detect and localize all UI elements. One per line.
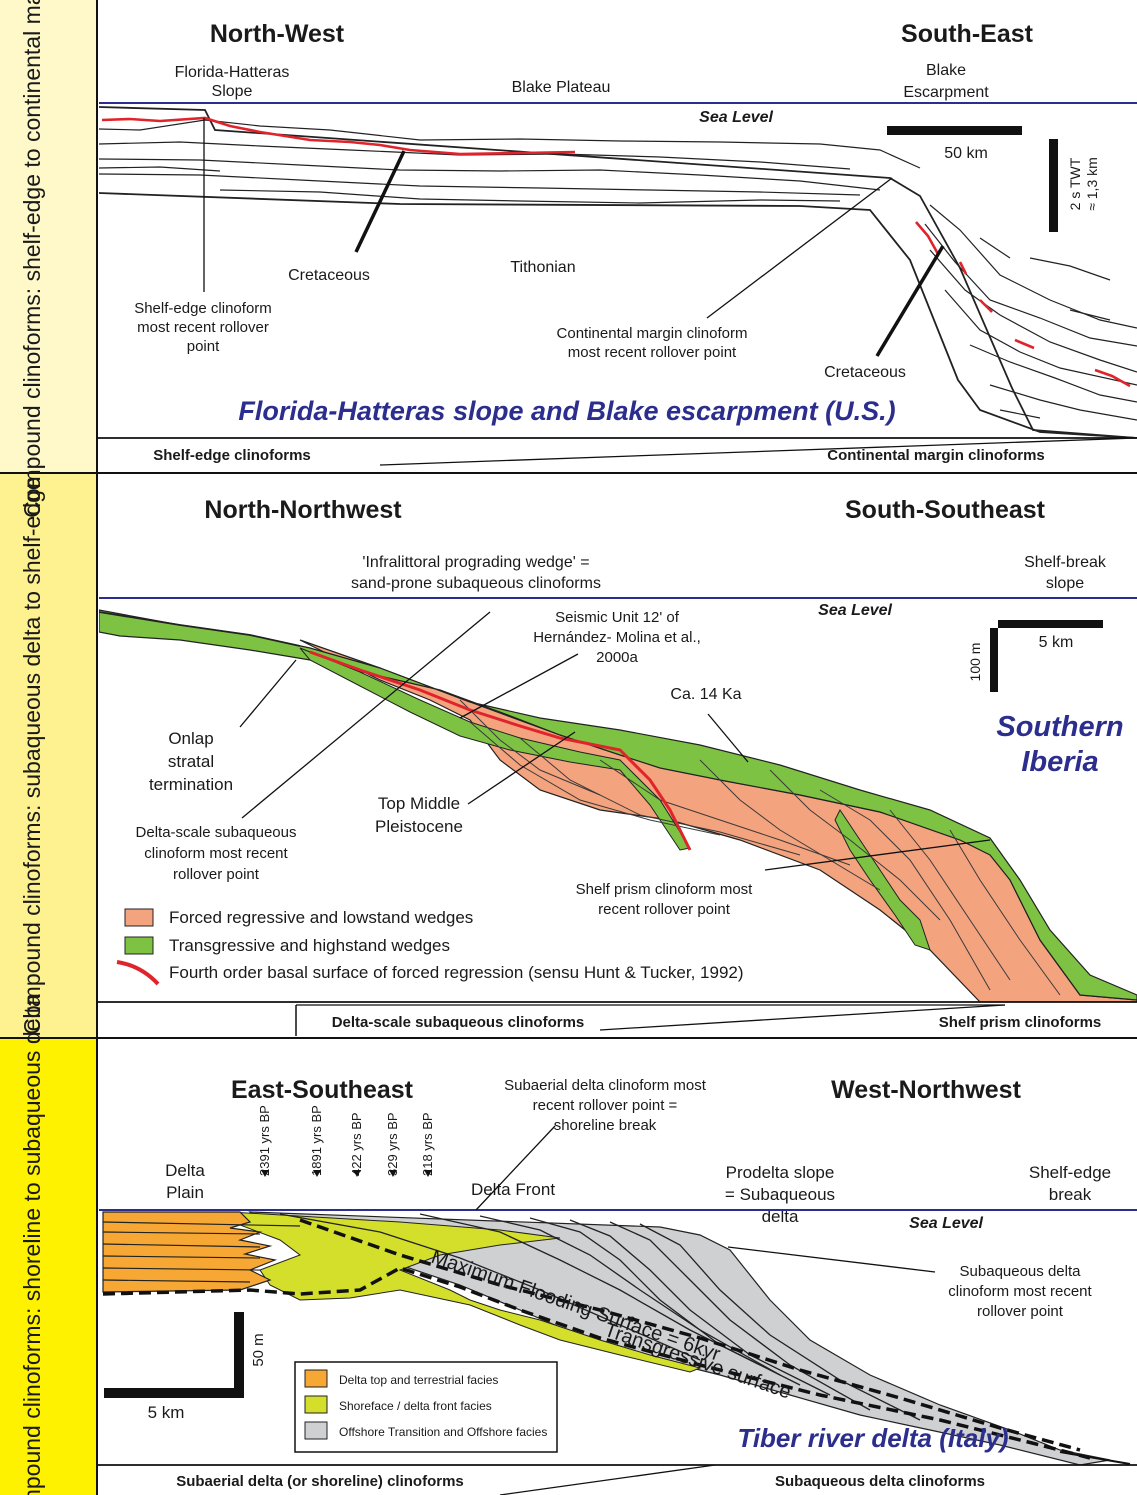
age-329: 329 yrs BP [385, 1112, 400, 1176]
scale-bar-v-3 [234, 1312, 244, 1388]
clinoform-type-right-2: Shelf prism clinoforms [939, 1014, 1102, 1031]
label-infralittoral-wedge: 'Infralittoral prograding wedge' =sand-p… [351, 554, 601, 592]
legend-label-forced-regressive: Forced regressive and lowstand wedges [169, 908, 473, 927]
direction-left-2: North-Northwest [204, 496, 402, 524]
legend-box-3 [294, 1361, 558, 1453]
panel-southern-iberia: North-Northwest South-Southeast 'Infrali… [97, 496, 1137, 1036]
scale-label-h-2: 5 km [1039, 634, 1074, 651]
scale-bar-v-2 [990, 628, 998, 692]
side-label-3: Compound clinoforms: shoreline to subaqu… [19, 994, 45, 1495]
label-cretaceous-1: Cretaceous [288, 267, 370, 284]
clinoform-type-left-2: Delta-scale subaqueous clinoforms [332, 1014, 585, 1031]
scale-bar-h-2 [998, 620, 1103, 628]
sea-level-label-3: Sea Level [909, 1215, 983, 1232]
scale-label-v-1: 2 s TWT≈ 1,3 km [1067, 157, 1100, 211]
direction-right-2: South-Southeast [845, 496, 1046, 524]
side-label-1: Compound clinoforms: shelf-edge to conti… [19, 0, 45, 518]
scale-label-v-3: 50 m [250, 1333, 267, 1366]
panel-title-1: Florida-Hatteras slope and Blake escarpm… [238, 396, 895, 426]
side-label-2: Compound clinoforms: subaqueous delta to… [19, 477, 45, 1034]
scale-label-h-1: 50 km [944, 145, 988, 162]
legend-label-shoreface: Shoreface / delta front facies [339, 1399, 492, 1413]
age-1891: 1891 yrs BP [309, 1105, 324, 1176]
label-tithonian: Tithonian [510, 259, 575, 276]
clinoform-type-left-3: Subaerial delta (or shoreline) clinoform… [176, 1473, 464, 1490]
side-band-2 [0, 473, 97, 1038]
legend-swatch-delta-top [304, 1369, 328, 1388]
legend-swatch-shoreface [304, 1395, 328, 1414]
red-surface-forced-regression [309, 650, 692, 851]
maximum-flooding-surface-line [299, 1218, 1081, 1452]
legend-swatch-forced-regressive [124, 908, 154, 927]
transgressive-surface-line [102, 1266, 1091, 1460]
legend-label-transgressive: Transgressive and highstand wedges [169, 936, 450, 955]
direction-left-3: East-Southeast [231, 1076, 414, 1104]
sea-level-label-1: Sea Level [699, 109, 773, 126]
label-blake-plateau: Blake Plateau [512, 79, 611, 96]
red-horizon-1 [101, 116, 576, 156]
scale-label-v-2: 100 m [967, 643, 983, 682]
age-422: 422 yrs BP [349, 1112, 364, 1176]
legend-label-delta-top: Delta top and terrestrial facies [339, 1373, 498, 1387]
label-ca-14-ka: Ca. 14 Ka [670, 686, 741, 703]
age-markers: 2391 yrs BP 1891 yrs BP 422 yrs BP 329 y… [257, 1105, 435, 1177]
scale-label-h-3: 5 km [148, 1403, 185, 1422]
legend-label-offshore: Offshore Transition and Offshore facies [339, 1425, 547, 1439]
label-cretaceous-2: Cretaceous [824, 364, 906, 381]
age-2391: 2391 yrs BP [257, 1105, 272, 1176]
clinoform-type-right-3: Subaqueous delta clinoforms [775, 1473, 985, 1490]
label-delta-front: Delta Front [471, 1180, 555, 1199]
clinoform-type-left-1: Shelf-edge clinoforms [153, 447, 311, 464]
legend-label-red-surface: Fourth order basal surface of forced reg… [169, 963, 744, 982]
sea-level-label-2: Sea Level [818, 602, 892, 619]
panel-tiber-delta: East-Southeast West-Northwest 2391 yrs B… [97, 1076, 1137, 1495]
scale-bar-v-1 [1049, 139, 1058, 232]
panel-title-3: Tiber river delta (Italy) [737, 1423, 1008, 1453]
scale-bar-h-3 [104, 1388, 244, 1398]
legend-swatch-red-surface [116, 960, 160, 986]
legend-swatch-offshore [304, 1421, 328, 1440]
direction-left-1: North-West [210, 20, 345, 48]
direction-right-3: West-Northwest [831, 1076, 1022, 1104]
clinoform-type-right-1: Continental margin clinoforms [827, 447, 1045, 464]
direction-right-1: South-East [901, 20, 1034, 48]
scale-bar-h-1 [887, 126, 1022, 135]
side-band-3 [0, 1038, 97, 1495]
legend-swatch-transgressive [124, 936, 154, 955]
side-band-1 [0, 0, 97, 473]
age-218: 218 yrs BP [420, 1112, 435, 1176]
